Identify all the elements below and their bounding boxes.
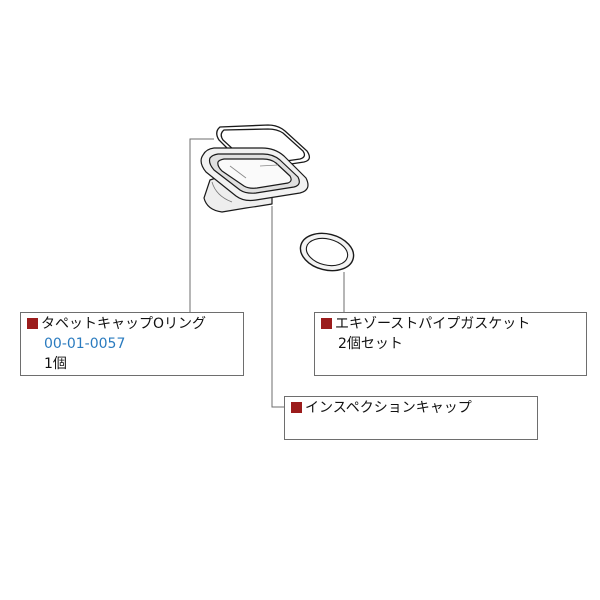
part-name: エキゾーストパイプガスケット — [335, 316, 531, 332]
part-name: インスペクションキャップ — [305, 400, 472, 416]
callout-tappet-cap-o-ring: タペットキャップOリング 00-01-0057 1個 — [20, 312, 244, 376]
marker-square — [27, 318, 38, 329]
marker-square — [291, 402, 302, 413]
part-number: 00-01-0057 — [44, 336, 126, 352]
callout-inspection-cap: インスペクションキャップ — [284, 396, 538, 440]
part-name: タペットキャップOリング — [41, 316, 207, 332]
leader-line-cap — [271, 206, 284, 408]
exhaust-gasket-illustration — [299, 232, 355, 272]
part-quantity: 1個 — [44, 356, 67, 372]
leader-line-oring — [189, 138, 214, 312]
inspection-cap-illustration — [200, 147, 309, 213]
tappet-cap-o-ring-illustration — [216, 124, 311, 170]
marker-square — [321, 318, 332, 329]
callout-exhaust-pipe-gasket: エキゾーストパイプガスケット 2個セット — [314, 312, 587, 376]
leader-lines — [189, 138, 345, 408]
part-quantity: 2個セット — [338, 336, 403, 352]
